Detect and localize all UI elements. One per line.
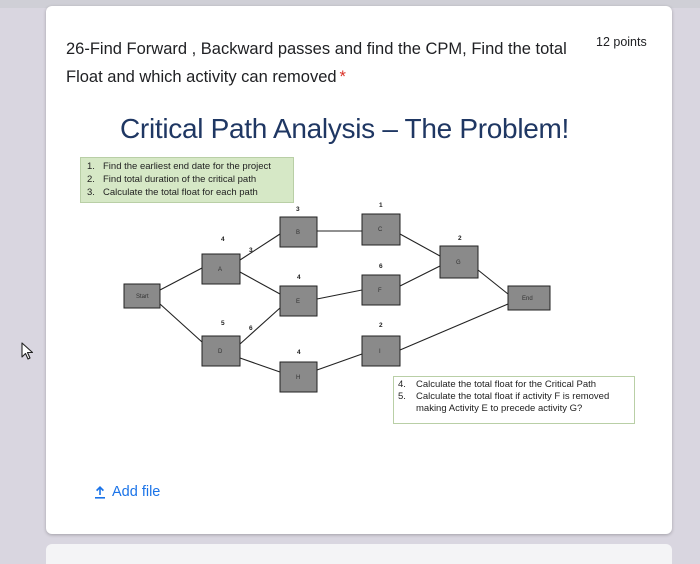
question-title: 26-Find Forward , Backward passes and fi… <box>66 35 586 91</box>
node-label-g: G <box>456 260 461 266</box>
task-item: 2. Find total duration of the critical pa… <box>87 173 287 186</box>
duration-ab: 3 <box>249 247 253 254</box>
edge-start-d <box>159 303 203 343</box>
node-label-d: D <box>218 349 223 355</box>
edge-d-e <box>239 307 281 345</box>
node-label-a: A <box>218 267 222 273</box>
task-text: Calculate the total float for the Critic… <box>416 379 597 390</box>
node-label-e: E <box>296 299 300 305</box>
edge-f-g <box>399 265 441 287</box>
task-text: Calculate the total float if activity F … <box>416 391 610 414</box>
question-card <box>46 6 672 534</box>
task-list-bottom: 4. Calculate the total float for the Crit… <box>393 376 635 424</box>
node-d <box>201 335 241 367</box>
node-e <box>279 285 318 317</box>
duration-de: 6 <box>249 325 253 332</box>
add-file-label: Add file <box>112 484 161 500</box>
duration-g: 2 <box>458 235 462 242</box>
node-label-end: End <box>522 296 533 302</box>
node-end <box>507 285 551 311</box>
edge-g-end <box>477 269 509 295</box>
edge-a-e <box>239 271 281 295</box>
duration-h: 4 <box>297 349 301 356</box>
edge-c-g <box>399 233 441 257</box>
node-g <box>439 245 479 279</box>
task-number: 2. <box>87 174 95 185</box>
task-list-top: 1. Find the earliest end date for the pro… <box>80 157 294 203</box>
node-f <box>361 274 401 306</box>
required-asterisk: * <box>339 68 346 86</box>
page-top-strip <box>0 0 700 8</box>
node-label-c: C <box>378 227 383 233</box>
next-question-card <box>46 544 672 564</box>
edge-i-end <box>399 303 509 351</box>
node-b <box>279 216 318 248</box>
task-text: Find the earliest end date for the proje… <box>103 161 271 172</box>
edge-d-h <box>239 357 281 373</box>
slide-title: Critical Path Analysis – The Problem! <box>120 113 570 144</box>
points-label: 12 points <box>596 35 647 49</box>
upload-icon <box>95 486 105 499</box>
node-start <box>123 283 161 309</box>
duration-a: 4 <box>221 236 225 243</box>
edge-e-f <box>316 289 363 300</box>
node-label-b: B <box>296 230 300 236</box>
node-label-start: Start <box>136 294 149 300</box>
node-label-i: I <box>379 349 381 355</box>
edge-a-b <box>239 233 281 261</box>
task-text: Calculate the total float for each path <box>103 187 258 198</box>
task-number: 3. <box>87 187 95 198</box>
task-item: 5. Calculate the total float if activity … <box>398 391 630 415</box>
question-text: 26-Find Forward , Backward passes and fi… <box>66 40 567 86</box>
task-number: 1. <box>87 161 95 172</box>
node-i <box>361 335 401 367</box>
task-item: 3. Calculate the total float for each pat… <box>87 186 287 199</box>
task-number: 5. <box>398 391 406 402</box>
node-a <box>201 253 241 285</box>
duration-c: 1 <box>379 202 383 209</box>
node-h <box>279 361 318 393</box>
duration-f: 6 <box>379 263 383 270</box>
edge-h-i <box>316 353 363 371</box>
add-file-button[interactable]: Add file <box>94 484 160 500</box>
task-text: Find total duration of the critical path <box>103 174 257 185</box>
node-c <box>361 213 401 246</box>
task-number: 4. <box>398 379 406 390</box>
duration-e: 4 <box>297 274 301 281</box>
duration-d: 5 <box>221 320 225 327</box>
duration-i: 2 <box>379 322 383 329</box>
duration-b: 3 <box>296 206 300 213</box>
node-label-f: F <box>378 288 382 294</box>
node-label-h: H <box>296 375 300 381</box>
task-item: 4. Calculate the total float for the Crit… <box>398 379 630 391</box>
task-item: 1. Find the earliest end date for the pro… <box>87 160 287 173</box>
mouse-cursor-icon <box>21 342 34 360</box>
edge-start-a <box>159 267 203 291</box>
